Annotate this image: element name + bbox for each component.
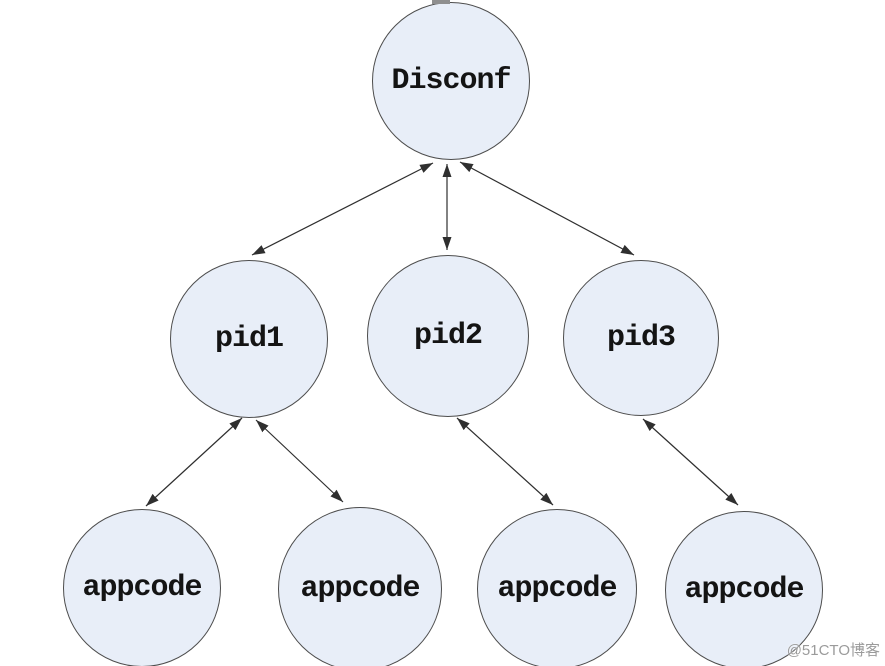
node-pid1-label: pid1 (214, 322, 284, 356)
node-appcode1: appcode (63, 509, 221, 666)
edge-disconf-pid3 (459, 161, 635, 256)
node-pid3-label: pid3 (606, 321, 676, 355)
node-pid2: pid2 (367, 255, 529, 417)
edge-pid3-appcode4 (642, 418, 739, 506)
node-appcode3-label: appcode (497, 572, 617, 606)
node-appcode3: appcode (477, 509, 637, 666)
node-disconf-label: Disconf (391, 64, 511, 98)
edge-pid1-appcode2 (255, 419, 344, 503)
watermark: @51CTO博客 (786, 642, 880, 659)
node-pid1: pid1 (170, 260, 328, 418)
edge-disconf-pid1 (251, 162, 434, 256)
edge-pid2-appcode3 (456, 417, 554, 506)
node-pid3: pid3 (563, 260, 719, 416)
node-appcode1-label: appcode (82, 571, 202, 605)
node-appcode2-label: appcode (300, 572, 420, 606)
node-appcode4-label: appcode (684, 573, 804, 607)
node-pid2-label: pid2 (413, 319, 483, 353)
node-appcode2: appcode (278, 507, 442, 666)
node-appcode4: appcode (665, 511, 823, 666)
top-crop-artifact (432, 0, 450, 4)
node-disconf: Disconf (372, 2, 530, 160)
edge-pid1-appcode1 (145, 417, 243, 507)
